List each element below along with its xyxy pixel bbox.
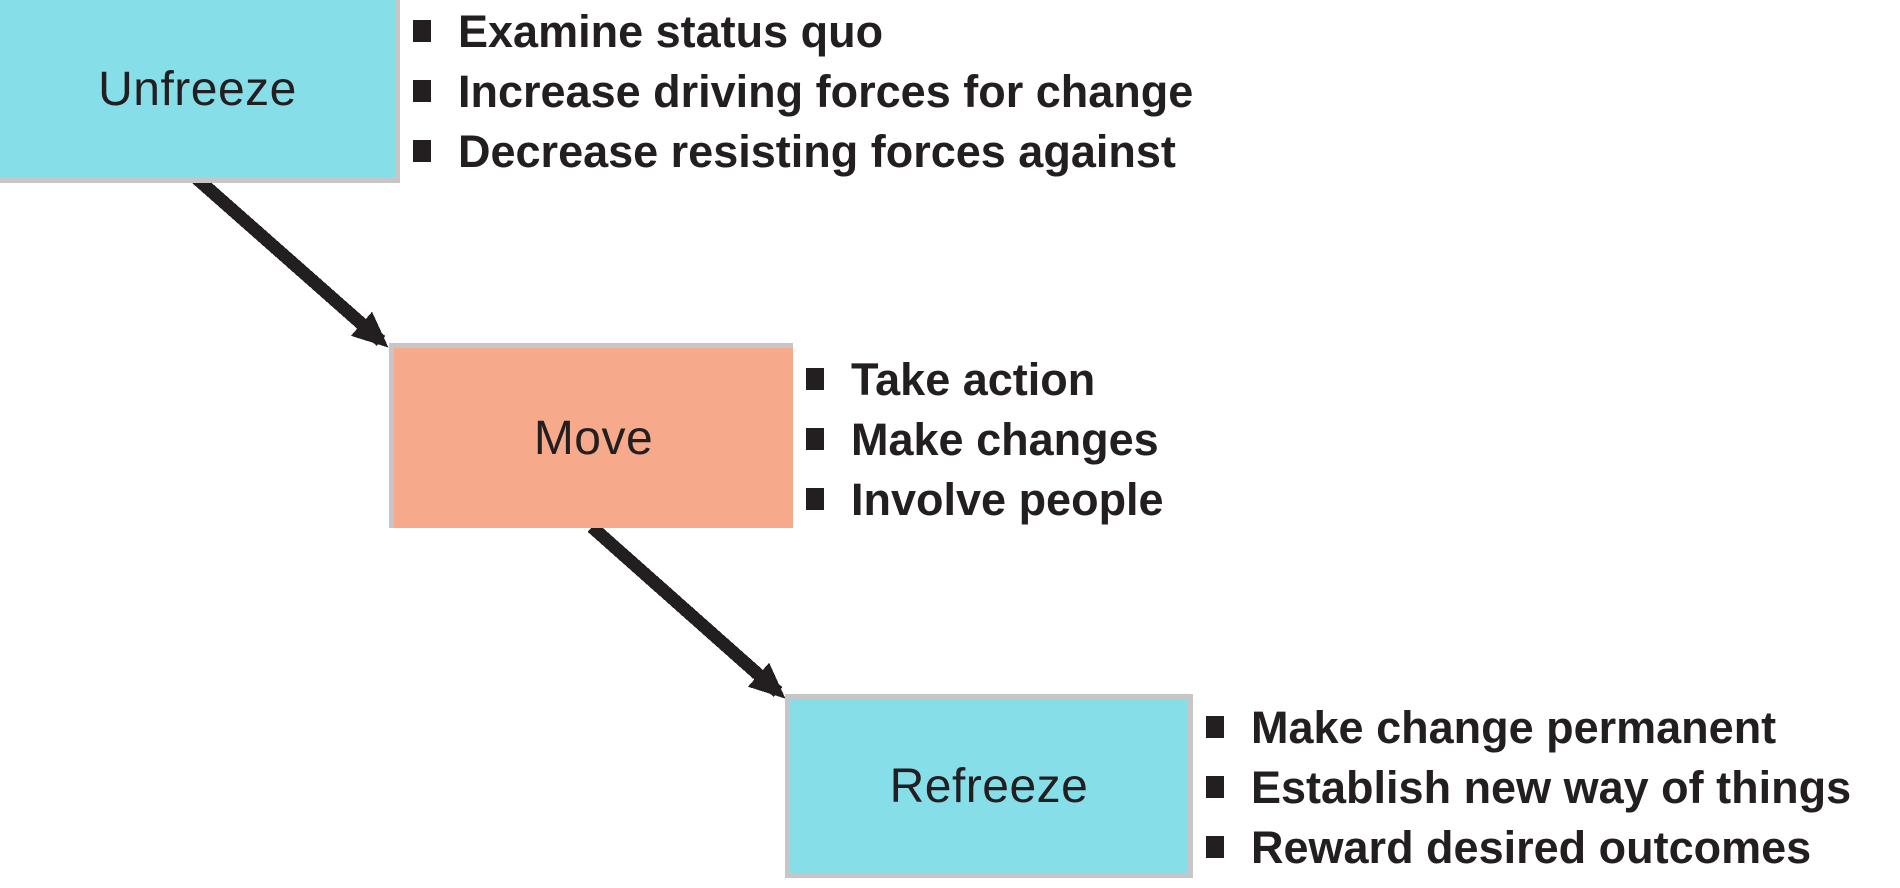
stage-box-refreeze: Refreeze bbox=[785, 694, 1193, 878]
list-item: Make changes bbox=[806, 410, 1164, 470]
square-bullet-icon bbox=[1206, 836, 1224, 858]
square-bullet-icon bbox=[1206, 716, 1224, 738]
bullet-text: Decrease resisting forces against bbox=[458, 126, 1176, 177]
bullet-text: Make changes bbox=[851, 414, 1159, 465]
square-bullet-icon bbox=[413, 20, 431, 42]
bullet-text: Make change permanent bbox=[1251, 702, 1777, 753]
arrow-move-to-refreeze bbox=[587, 522, 786, 699]
list-item: Take action bbox=[806, 350, 1164, 410]
stage-label-unfreeze: Unfreeze bbox=[98, 62, 297, 116]
list-item: Make change permanent bbox=[1206, 698, 1851, 758]
list-item: Decrease resisting forces against bbox=[413, 122, 1193, 182]
square-bullet-icon bbox=[413, 140, 431, 162]
arrow-unfreeze-to-move bbox=[189, 171, 389, 348]
stage-label-refreeze: Refreeze bbox=[889, 759, 1089, 813]
bullet-text: Examine status quo bbox=[458, 6, 884, 57]
list-item: Involve people bbox=[806, 470, 1164, 530]
square-bullet-icon bbox=[806, 428, 824, 450]
list-item: Establish new way of things bbox=[1206, 758, 1851, 818]
bullet-list-refreeze: Make change permanent Establish new way … bbox=[1206, 698, 1851, 878]
stage-box-move: Move bbox=[389, 343, 793, 528]
stage-box-unfreeze: Unfreeze bbox=[0, 0, 400, 183]
bullet-text: Involve people bbox=[851, 474, 1164, 525]
list-item: Examine status quo bbox=[413, 2, 1193, 62]
bullet-list-unfreeze: Examine status quo Increase driving forc… bbox=[413, 2, 1193, 182]
square-bullet-icon bbox=[1206, 776, 1224, 798]
bullet-text: Establish new way of things bbox=[1251, 762, 1852, 813]
square-bullet-icon bbox=[806, 488, 824, 510]
list-item: Increase driving forces for change bbox=[413, 62, 1193, 122]
bullet-text: Increase driving forces for change bbox=[458, 66, 1194, 117]
stage-label-move: Move bbox=[533, 411, 654, 465]
bullet-list-move: Take action Make changes Involve people bbox=[806, 350, 1164, 530]
bullet-text: Reward desired outcomes bbox=[1251, 822, 1812, 873]
bullet-text: Take action bbox=[851, 354, 1096, 405]
list-item: Reward desired outcomes bbox=[1206, 818, 1851, 878]
square-bullet-icon bbox=[806, 368, 824, 390]
square-bullet-icon bbox=[413, 80, 431, 102]
